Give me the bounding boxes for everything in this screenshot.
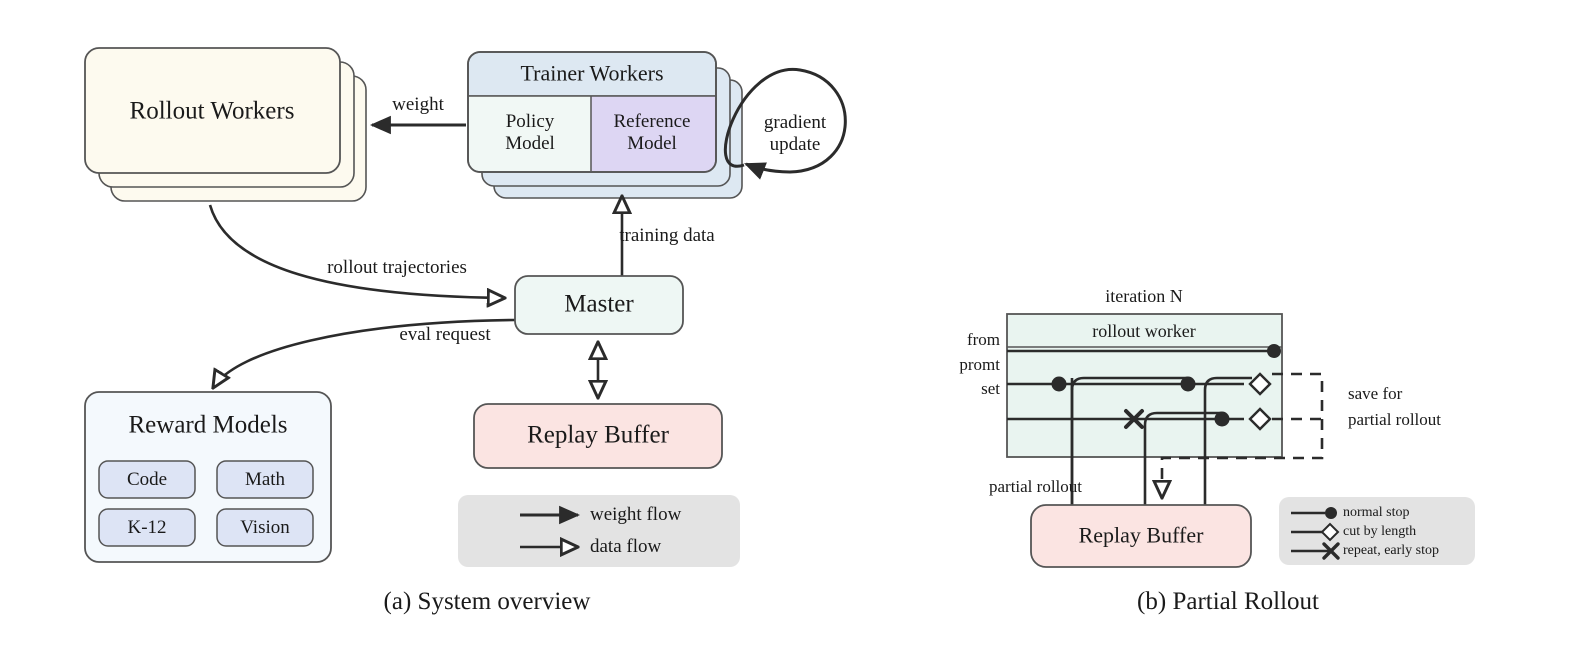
legend-a-weight-flow-label: weight flow — [590, 504, 682, 525]
track-2-normal-stop-marker-2 — [1180, 376, 1196, 392]
legend-b-cut-by-length-icon — [1320, 522, 1340, 542]
reward-model-k12[interactable] — [98, 508, 196, 547]
legend-b-repeat-early-stop-label: repeat, early stop — [1343, 543, 1440, 558]
edge-label-gradient-update: gradient update — [764, 112, 826, 156]
track-1-normal-stop-marker — [1267, 344, 1281, 358]
iteration-label: iteration N — [1105, 286, 1183, 306]
policy-model-label-line1: Policy — [505, 111, 555, 133]
edge-rollout-trajectories — [208, 204, 505, 298]
reward-model-vision-label: Vision — [240, 517, 290, 539]
reference-model-label-line1: Reference — [613, 111, 691, 133]
reference-model-label: Reference Model — [614, 111, 691, 155]
rollout-workers-label: Rollout Workers — [129, 97, 295, 125]
gradient-update-line1: gradient — [763, 112, 827, 134]
edge-gradient-update — [723, 68, 847, 180]
legend-b-repeat-early-stop-icon — [1322, 542, 1340, 560]
legend-b-normal-stop-label: normal stop — [1343, 505, 1410, 520]
legend-b-cut-by-length-label: cut by length — [1343, 524, 1417, 539]
track-3-repeat-early-stop-marker — [1124, 409, 1144, 429]
replay-buffer-box-a[interactable] — [473, 403, 723, 469]
master-label: Master — [564, 290, 634, 318]
gradient-update-line2: update — [769, 134, 821, 155]
reward-models-label: Reward Models — [128, 411, 288, 439]
dashed-save-route-1 — [1162, 372, 1324, 498]
caption-b: (b) Partial Rollout — [1137, 588, 1319, 615]
drop-line-3 — [1203, 376, 1252, 508]
from-prompt-set-line1: from — [966, 330, 1000, 350]
track-2-normal-stop-marker-1 — [1051, 376, 1067, 392]
drop-line-2 — [1143, 411, 1222, 508]
save-label-line1: save for — [1348, 384, 1403, 403]
reward-model-math-label: Math — [244, 469, 286, 491]
from-prompt-set-line2: promt — [959, 354, 1000, 374]
policy-model-label: Policy Model — [505, 111, 555, 155]
replay-buffer-box-b[interactable] — [1030, 504, 1252, 568]
edge-label-training-data: training data — [619, 225, 715, 247]
reward-model-code-label: Code — [126, 469, 168, 491]
reward-model-k12-label: K-12 — [127, 517, 167, 539]
reward-model-code[interactable] — [98, 460, 196, 499]
reference-model-label-line2: Model — [627, 133, 677, 154]
track-2-cut-by-length-marker — [1248, 372, 1272, 396]
policy-model-label-line2: Model — [505, 133, 555, 154]
edge-label-rollout-trajectories: rollout trajectories — [327, 257, 467, 279]
edge-label-weight: weight — [392, 94, 444, 116]
reward-model-vision[interactable] — [216, 508, 314, 547]
save-label-line2: partial rollout — [1348, 409, 1442, 429]
legend-a-background — [458, 495, 740, 567]
trainer-workers-stack[interactable] — [467, 51, 743, 199]
track-2-step-1 — [1070, 376, 1188, 391]
edge-eval-request — [213, 318, 516, 388]
master-box[interactable] — [514, 275, 684, 335]
partial-rollout-label: partial rollout — [988, 477, 1082, 497]
trainer-workers-label: Trainer Workers — [520, 60, 664, 86]
caption-a: (a) System overview — [383, 588, 591, 615]
replay-buffer-b-label: Replay Buffer — [1078, 522, 1204, 548]
rollout-worker-label: rollout worker — [1092, 321, 1196, 341]
track-3-cut-by-length-marker — [1248, 407, 1272, 431]
from-prompt-set-line3: set — [981, 379, 1000, 399]
legend-a-data-flow-label: data flow — [590, 536, 662, 557]
rollout-workers-stack[interactable] — [84, 47, 367, 202]
track-3-normal-stop-marker — [1214, 411, 1230, 427]
reward-model-math[interactable] — [216, 460, 314, 499]
save-for-partial-rollout-label: save for partial rollout — [1348, 381, 1441, 432]
from-prompt-set-label: from promt set — [959, 328, 1000, 402]
replay-buffer-a-label: Replay Buffer — [527, 421, 669, 449]
legend-b-normal-stop-icon — [1325, 507, 1337, 519]
edge-label-eval-request: eval request — [399, 324, 491, 346]
